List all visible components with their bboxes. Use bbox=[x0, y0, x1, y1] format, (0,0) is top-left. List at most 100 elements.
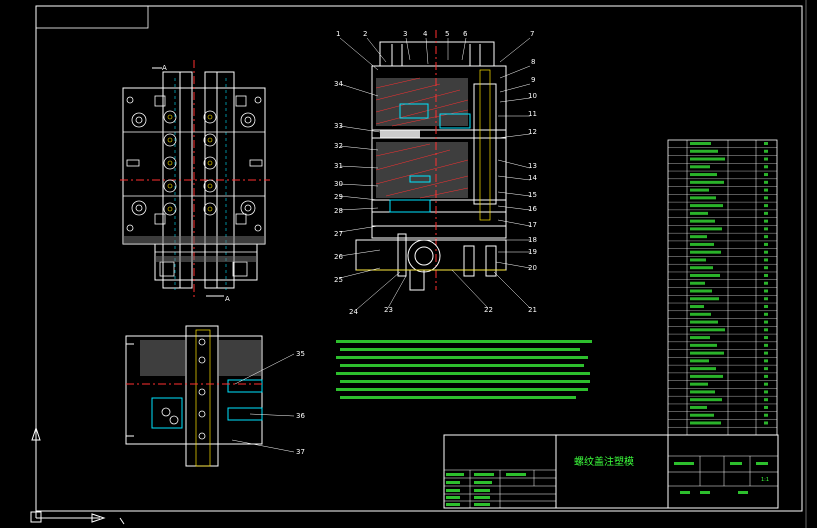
bom-row-text bbox=[690, 281, 705, 285]
drawing-title: 螺纹盖注塑模 bbox=[574, 455, 634, 468]
callout-21: 21 bbox=[528, 306, 537, 314]
bom-row-text bbox=[690, 258, 706, 262]
bom-row-qty bbox=[764, 173, 768, 177]
callout-37: 37 bbox=[296, 448, 305, 456]
callout-1: 1 bbox=[336, 30, 340, 38]
callout-8: 8 bbox=[531, 58, 535, 66]
bom-row-text bbox=[690, 421, 721, 425]
bom-row-qty bbox=[764, 351, 768, 355]
bom-row-qty bbox=[764, 281, 768, 285]
bom-row-text bbox=[690, 405, 707, 409]
callout-30: 30 bbox=[334, 180, 343, 188]
bom-row-qty bbox=[764, 227, 768, 231]
callout-25: 25 bbox=[334, 276, 343, 284]
callout-33: 33 bbox=[334, 122, 343, 130]
bom-row-text bbox=[690, 266, 713, 270]
ucs-icon bbox=[30, 426, 125, 525]
callout-22: 22 bbox=[484, 306, 493, 314]
bom-row-qty bbox=[764, 343, 768, 347]
bom-row-qty bbox=[764, 235, 768, 239]
callout-16: 16 bbox=[528, 205, 537, 213]
bom-row-text bbox=[690, 374, 723, 378]
bom-row-qty bbox=[764, 219, 768, 223]
callout-24: 24 bbox=[349, 308, 358, 316]
bom-row-qty bbox=[764, 367, 768, 371]
callout-15: 15 bbox=[528, 191, 537, 199]
bom-row-qty bbox=[764, 312, 768, 316]
callout-11: 11 bbox=[528, 110, 537, 118]
bom-row-text bbox=[690, 305, 704, 309]
bom-row-qty bbox=[764, 382, 768, 386]
bom-row-text bbox=[690, 398, 722, 402]
bom-row-qty bbox=[764, 204, 768, 208]
bom-row-qty bbox=[764, 336, 768, 340]
callout-9: 9 bbox=[531, 76, 535, 84]
callout-13: 13 bbox=[528, 162, 537, 170]
plan-view: A A bbox=[120, 60, 270, 303]
bom-row-text bbox=[690, 142, 711, 145]
bom-row-qty bbox=[764, 188, 768, 192]
bom-row-text bbox=[690, 382, 708, 386]
bom-row-text bbox=[690, 273, 720, 277]
callout-12: 12 bbox=[528, 128, 537, 136]
callout-4: 4 bbox=[423, 30, 428, 38]
callout-34: 34 bbox=[334, 80, 343, 88]
callout-14: 14 bbox=[528, 174, 537, 182]
bom-row-qty bbox=[764, 374, 768, 378]
bom-row-text bbox=[690, 188, 709, 192]
bom-row-text bbox=[690, 180, 724, 184]
callout-35: 35 bbox=[296, 350, 305, 358]
bom-row-qty bbox=[764, 250, 768, 254]
bom-row-text bbox=[690, 211, 708, 215]
bom-row-qty bbox=[764, 266, 768, 270]
bom-row-qty bbox=[764, 157, 768, 161]
bom-row-text bbox=[690, 173, 717, 177]
bom-row-text bbox=[690, 235, 707, 239]
callout-36: 36 bbox=[296, 412, 305, 420]
bom-row-qty bbox=[764, 359, 768, 363]
bom-row-text bbox=[690, 297, 719, 301]
bom-row-text bbox=[690, 289, 712, 293]
callout-20: 20 bbox=[528, 264, 537, 272]
bom-row-qty bbox=[764, 421, 768, 425]
bom-row-text bbox=[690, 312, 711, 316]
bom-row-text bbox=[690, 359, 709, 363]
section-view bbox=[355, 30, 507, 291]
bom-row-qty bbox=[764, 398, 768, 402]
callout-17: 17 bbox=[528, 221, 537, 229]
bom-row-text bbox=[690, 413, 714, 417]
callout-5: 5 bbox=[445, 30, 449, 38]
bom-row-qty bbox=[764, 258, 768, 262]
bom-row-qty bbox=[764, 413, 768, 417]
leader-lines bbox=[339, 37, 531, 311]
bom-row-qty bbox=[764, 305, 768, 309]
bom-row-text bbox=[690, 336, 710, 340]
callout-19: 19 bbox=[528, 248, 537, 256]
bom-row-text bbox=[690, 320, 718, 324]
callouts: 1 2 3 4 5 6 7 8 9 10 11 12 13 14 15 16 1… bbox=[334, 30, 537, 316]
bom-row-text bbox=[690, 367, 716, 371]
callout-28: 28 bbox=[334, 207, 343, 215]
title-block: 螺纹盖注塑模 1:1 bbox=[443, 434, 779, 509]
callout-32: 32 bbox=[334, 142, 343, 150]
bom-row-qty bbox=[764, 211, 768, 215]
bom-row-qty bbox=[764, 149, 768, 153]
bom-row-text bbox=[690, 204, 723, 208]
top-left-box bbox=[35, 5, 149, 29]
bom-row-text bbox=[690, 149, 718, 153]
detail-view: 35 36 37 bbox=[125, 325, 305, 467]
callout-18: 18 bbox=[528, 236, 537, 244]
bom-row-text bbox=[690, 165, 710, 169]
bom-row-qty bbox=[764, 297, 768, 301]
bom-row-qty bbox=[764, 320, 768, 324]
callout-10: 10 bbox=[528, 92, 537, 100]
callout-26: 26 bbox=[334, 253, 343, 261]
callout-31: 31 bbox=[334, 162, 343, 170]
bom-row-text bbox=[690, 351, 724, 355]
bom-row-text bbox=[690, 343, 717, 347]
section-mark-bottom: A bbox=[225, 295, 230, 303]
bom-table bbox=[667, 139, 778, 436]
bom-row-qty bbox=[764, 165, 768, 169]
bom-row-text bbox=[690, 157, 725, 161]
